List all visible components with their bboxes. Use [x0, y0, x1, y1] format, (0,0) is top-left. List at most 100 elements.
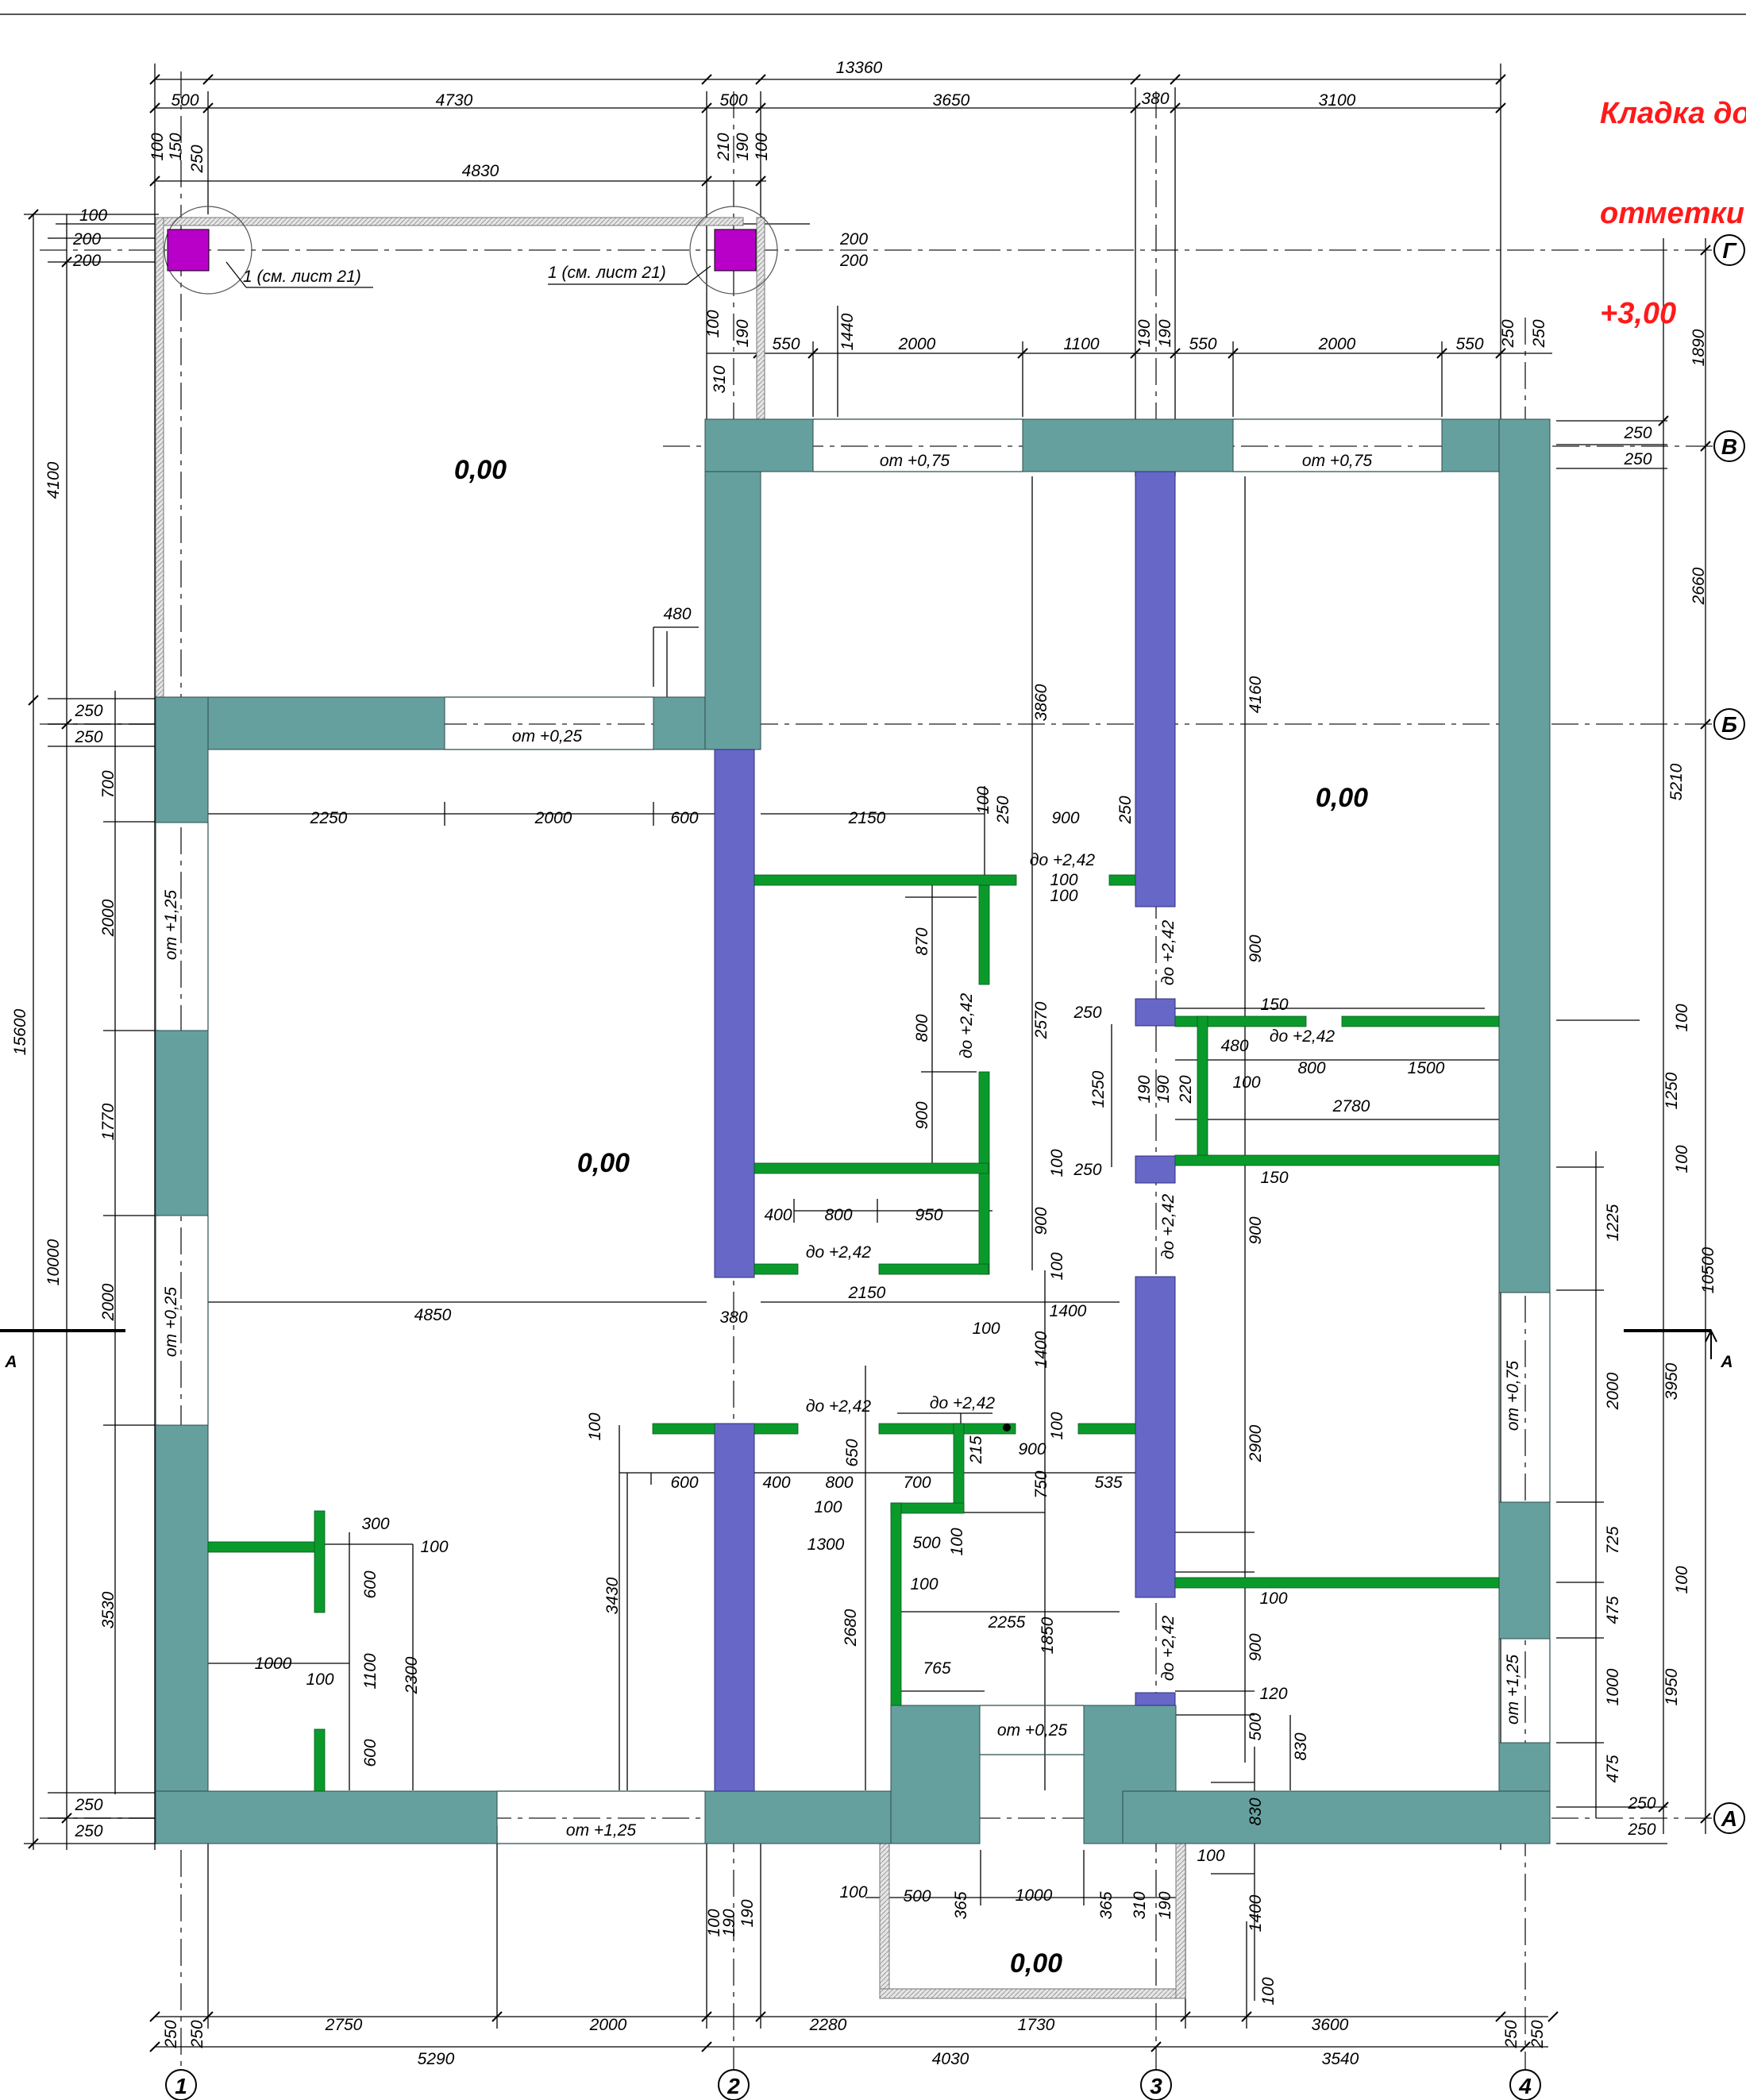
- dimension-lines: [24, 64, 1706, 2048]
- dim: 1000: [255, 1655, 292, 1673]
- level-partition-5: до +2,42: [806, 1243, 872, 1262]
- masonry-note-line-2: отметки: [1600, 197, 1745, 230]
- dimension-texts: 13360 500 4730 500 3650 380 3100 100 150…: [11, 59, 1717, 2068]
- dim: 250: [162, 2020, 180, 2048]
- dim: 150: [1260, 1169, 1288, 1187]
- level-win-right-1: от +0,75: [1504, 1361, 1522, 1431]
- dim: 3650: [933, 91, 970, 110]
- dim: 200: [839, 230, 868, 249]
- dim: 100: [974, 786, 992, 814]
- dim: 250: [1627, 1794, 1655, 1813]
- masonry-note-line-3: +3,00: [1600, 297, 1677, 330]
- dim: 1730: [1018, 2016, 1055, 2034]
- dim: 10500: [1699, 1247, 1717, 1293]
- column-ref-right: 1 (см. лист 21): [548, 264, 666, 282]
- dim: 220: [1177, 1075, 1195, 1104]
- porch-frame: [879, 1843, 1186, 1999]
- dim: 600: [670, 809, 698, 827]
- dim: 100: [1048, 1412, 1066, 1439]
- dimension-ticks: [28, 74, 1711, 2052]
- dim: 900: [1247, 934, 1265, 962]
- level-win-bottom: от +1,25: [566, 1821, 636, 1840]
- dim: 100: [753, 133, 771, 160]
- dim: 250: [74, 1822, 102, 1840]
- dim: 3540: [1322, 2050, 1359, 2068]
- dim: 250: [1528, 2020, 1547, 2048]
- column-ref-left: 1 (см. лист 21): [243, 268, 361, 286]
- axis-label-1: 1: [175, 2074, 187, 2098]
- axis-label-b: Б: [1721, 712, 1737, 737]
- dim: 4100: [44, 461, 63, 499]
- dim: 190: [734, 319, 752, 347]
- dim: 100: [1048, 1149, 1066, 1177]
- dim: 2660: [1690, 567, 1708, 605]
- level-win-left-2: от +0,25: [162, 1287, 180, 1357]
- dim: 950: [915, 1206, 942, 1224]
- dim: 900: [1018, 1440, 1046, 1458]
- dim: 2255: [988, 1613, 1026, 1632]
- dim: 215: [967, 1435, 985, 1464]
- dim: 100: [1673, 1145, 1691, 1173]
- dim: 1000: [1604, 1668, 1622, 1705]
- dim: 190: [738, 1899, 757, 1927]
- dim: 2300: [403, 1656, 421, 1694]
- dim: 100: [1673, 1004, 1691, 1031]
- dim: 725: [1604, 1526, 1622, 1554]
- room-mark-top-left: 0,00: [454, 455, 507, 485]
- dim: 480: [1220, 1037, 1248, 1055]
- dim: 1225: [1604, 1204, 1622, 1241]
- partitions: [207, 874, 1500, 1792]
- axis-label-v: В: [1721, 434, 1737, 459]
- dim: 800: [913, 1014, 931, 1042]
- dim: 190: [1135, 1075, 1154, 1103]
- dim: 1770: [99, 1103, 118, 1140]
- dim: 4830: [462, 162, 499, 180]
- dim: 1400: [1050, 1302, 1087, 1320]
- dim: 1500: [1408, 1059, 1445, 1077]
- dim: 870: [913, 927, 931, 955]
- dim: 310: [1131, 1891, 1149, 1919]
- dim: 1250: [1663, 1072, 1681, 1109]
- dim: 100: [1259, 1977, 1278, 2005]
- dim: 3950: [1663, 1362, 1681, 1400]
- dim: 5290: [418, 2050, 455, 2068]
- dim: 380: [1141, 90, 1169, 108]
- dim: 13360: [836, 59, 883, 77]
- dim: 4730: [436, 91, 473, 110]
- section-label-left: A: [4, 1353, 17, 1371]
- dim: 190: [1156, 1891, 1174, 1919]
- dim: 600: [361, 1739, 380, 1767]
- dim: 200: [72, 252, 101, 270]
- dim: 190: [1156, 319, 1174, 347]
- dim: 2000: [1318, 335, 1356, 353]
- dim: 190: [1154, 1075, 1173, 1103]
- dim: 1300: [807, 1536, 845, 1554]
- dim: 1950: [1663, 1668, 1681, 1705]
- axis-label-4: 4: [1518, 2074, 1532, 2098]
- level-partition-7: до +2,42: [806, 1397, 872, 1416]
- dim: 2900: [1247, 1424, 1265, 1462]
- dim: 100: [1673, 1566, 1691, 1593]
- dim: 900: [1247, 1216, 1265, 1244]
- dim: 250: [1073, 1004, 1101, 1022]
- dim: 100: [420, 1538, 448, 1556]
- dim: 380: [719, 1308, 747, 1327]
- dim: 1100: [361, 1653, 380, 1689]
- dim: 250: [74, 702, 102, 720]
- dim: 550: [1189, 335, 1216, 353]
- dim: 100: [1048, 1252, 1066, 1280]
- dim: 150: [167, 133, 185, 160]
- dim: 2780: [1332, 1097, 1370, 1116]
- dim: 500: [1247, 1713, 1265, 1740]
- dim: 2680: [842, 1609, 860, 1647]
- axis-label-a: А: [1721, 1806, 1737, 1831]
- level-partition-1: до +2,42: [1030, 851, 1096, 869]
- dim: 100: [1197, 1847, 1224, 1865]
- dim: 100: [948, 1528, 966, 1555]
- dim: 250: [188, 2020, 206, 2048]
- dim: 500: [912, 1534, 940, 1552]
- dim: 100: [148, 133, 167, 160]
- dim: 3860: [1032, 684, 1050, 721]
- dim: 3600: [1312, 2016, 1349, 2034]
